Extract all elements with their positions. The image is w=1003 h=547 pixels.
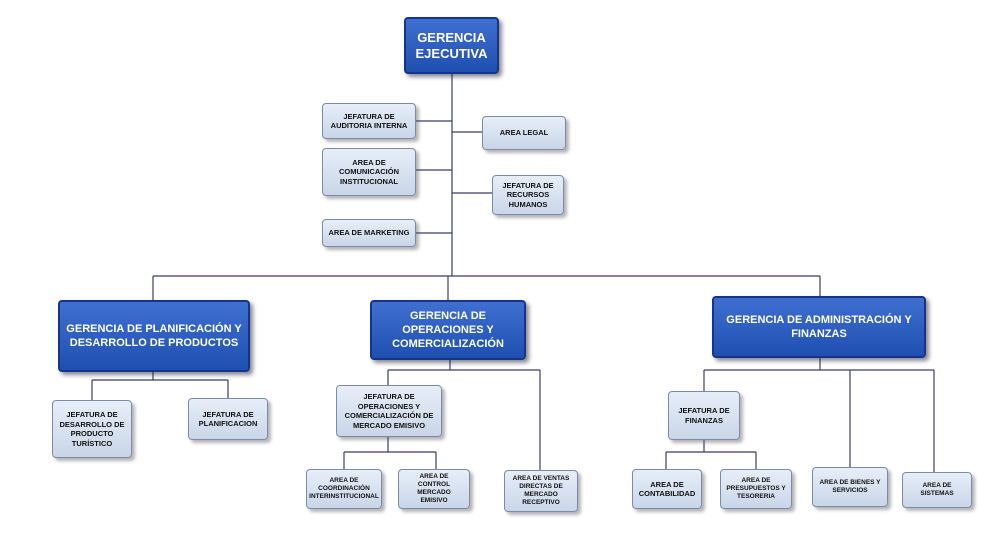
desarrollo-producto-box[interactable]: JEFATURA DE DESARROLLO DE PRODUCTO TURÍS… <box>52 400 132 458</box>
gerencia-administracion-label: GERENCIA DE ADMINISTRACIÓN Y FINANZAS <box>726 314 912 340</box>
presupuestos-label: AREA DE PRESUPUESTOS Y TESORERIA <box>726 477 786 500</box>
gerencia-ejecutiva-box[interactable]: GERENCIA EJECUTIVA <box>404 17 499 74</box>
legal-label: AREA LEGAL <box>499 128 549 138</box>
ventas-receptivo-box[interactable]: AREA DE VENTAS DIRECTAS DE MERCADO RECEP… <box>504 470 578 512</box>
gerencia-planificacion-box[interactable]: GERENCIA DE PLANIFICACIÓN Y DESARROLLO D… <box>58 300 250 372</box>
gerencia-operaciones-box[interactable]: GERENCIA DE OPERACIONES Y COMERCIALIZACI… <box>370 300 526 360</box>
marketing-label: AREA DE MARKETING <box>328 228 410 238</box>
coordinacion-label: AREA DE COORDINACIÓN INTERINSTITUCIONAL <box>309 477 379 500</box>
gerencia-operaciones-label: GERENCIA DE OPERACIONES Y COMERCIALIZACI… <box>392 310 504 350</box>
comunicacion-box[interactable]: AREA DE COMUNICACIÓN INSTITUCIONAL <box>322 148 416 196</box>
auditoria-label: JEFATURA DE AUDITORIA INTERNA <box>330 111 408 131</box>
coordinacion-box[interactable]: AREA DE COORDINACIÓN INTERINSTITUCIONAL <box>306 469 382 509</box>
presupuestos-box[interactable]: AREA DE PRESUPUESTOS Y TESORERIA <box>720 469 792 509</box>
ventas-receptivo-label: AREA DE VENTAS DIRECTAS DE MERCADO RECEP… <box>512 475 570 506</box>
bienes-servicios-box[interactable]: AREA DE BIENES Y SERVICIOS <box>812 467 888 507</box>
sistemas-label: AREA DE SISTEMAS <box>920 482 954 497</box>
control-emisivo-box[interactable]: AREA DE CONTROL MERCADO EMISIVO <box>398 469 470 509</box>
mercado-emisivo-label: JEFATURA DE OPERACIONES Y COMERCIALIZACI… <box>344 392 434 430</box>
gerencia-ejecutiva-label: GERENCIA EJECUTIVA <box>415 29 488 61</box>
legal-box[interactable]: AREA LEGAL <box>482 116 566 150</box>
planificacion-label: JEFATURA DE PLANIFICACION <box>198 409 258 429</box>
contabilidad-label: AREA DE CONTABILIDAD <box>638 479 696 499</box>
gerencia-administracion-box[interactable]: GERENCIA DE ADMINISTRACIÓN Y FINANZAS <box>712 296 926 358</box>
comunicacion-label: AREA DE COMUNICACIÓN INSTITUCIONAL <box>339 157 399 186</box>
finanzas-box[interactable]: JEFATURA DE FINANZAS <box>668 391 740 440</box>
contabilidad-box[interactable]: AREA DE CONTABILIDAD <box>632 469 702 509</box>
control-emisivo-label: AREA DE CONTROL MERCADO EMISIVO <box>417 473 451 504</box>
rrhh-label: JEFATURA DE RECURSOS HUMANOS <box>502 180 554 209</box>
sistemas-box[interactable]: AREA DE SISTEMAS <box>902 472 972 508</box>
desarrollo-producto-label: JEFATURA DE DESARROLLO DE PRODUCTO TURÍS… <box>59 410 125 448</box>
mercado-emisivo-box[interactable]: JEFATURA DE OPERACIONES Y COMERCIALIZACI… <box>336 385 442 437</box>
finanzas-label: JEFATURA DE FINANZAS <box>678 406 730 425</box>
rrhh-box[interactable]: JEFATURA DE RECURSOS HUMANOS <box>492 175 564 215</box>
planificacion-box[interactable]: JEFATURA DE PLANIFICACION <box>188 398 268 440</box>
auditoria-box[interactable]: JEFATURA DE AUDITORIA INTERNA <box>322 103 416 139</box>
bienes-servicios-label: AREA DE BIENES Y SERVICIOS <box>819 479 881 494</box>
marketing-box[interactable]: AREA DE MARKETING <box>322 219 416 247</box>
gerencia-planificacion-label: GERENCIA DE PLANIFICACIÓN Y DESARROLLO D… <box>66 323 242 349</box>
